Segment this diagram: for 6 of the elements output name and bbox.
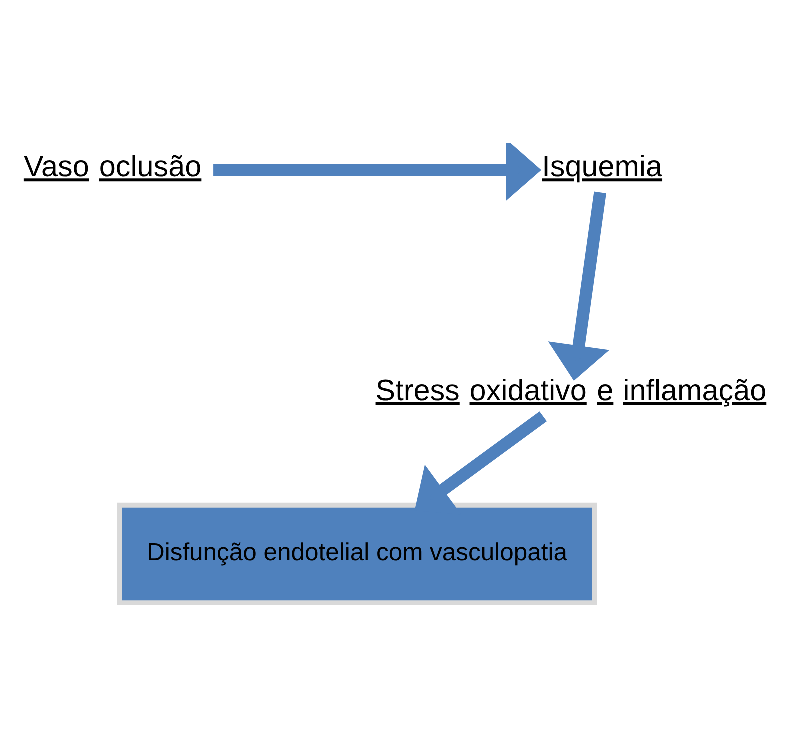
node-text: Vaso oclusão <box>23 150 202 184</box>
node-box: Disfunção endotelial com vasculopatia <box>116 502 597 606</box>
arrow <box>213 143 542 202</box>
node-text: Stress oxidativo e inflamação <box>375 374 766 408</box>
node-text: Isquemia <box>542 150 662 184</box>
arrow <box>548 192 610 381</box>
